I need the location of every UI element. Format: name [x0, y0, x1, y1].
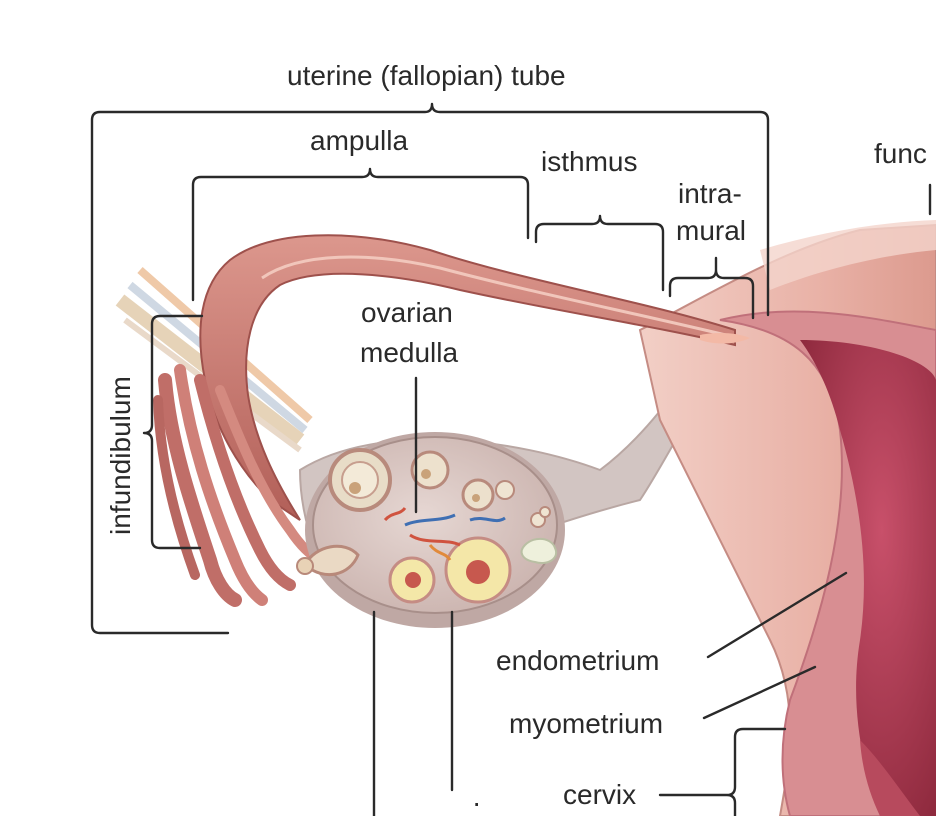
- myometrium-leader: [702, 665, 817, 720]
- leader-lines: [90, 102, 932, 816]
- intramural-label-line1: intra-: [678, 178, 742, 209]
- cervix-label: cervix: [563, 779, 636, 810]
- ruptured-follicle: [296, 544, 360, 576]
- follicle: [328, 448, 392, 512]
- uterus-top-surface: [760, 220, 936, 290]
- uterine-tube-label: uterine (fallopian) tube: [287, 60, 566, 91]
- ovary: [296, 432, 565, 628]
- fundus-label: func: [874, 138, 927, 169]
- ovarian-medulla-vessels: [383, 507, 506, 561]
- ovarian-medulla-label-line2: medulla: [360, 337, 458, 368]
- cropped-label-fragment: ·: [472, 787, 481, 816]
- corpus-luteum: [444, 536, 512, 604]
- intramural-label-line2: mural: [676, 215, 746, 246]
- endometrium-label: endometrium: [496, 645, 659, 676]
- endometrium-leader: [706, 571, 848, 659]
- cervix-bracket: [658, 727, 787, 816]
- follicle: [410, 450, 450, 490]
- fimbriae: [153, 364, 325, 607]
- isthmus-bracket: [534, 214, 665, 292]
- corpus-luteum: [388, 556, 436, 604]
- corpus-albicans: [520, 537, 558, 564]
- intramural-bracket: [668, 256, 755, 320]
- uterine-cavity: [800, 340, 936, 816]
- follicle: [495, 480, 551, 528]
- labels: uterine (fallopian) tube ampulla isthmus…: [105, 60, 927, 816]
- ovarian-medulla-label-line1: ovarian: [361, 297, 453, 328]
- isthmus-label: isthmus: [541, 146, 637, 177]
- infundibulum-label: infundibulum: [105, 376, 136, 535]
- uterus: [638, 220, 936, 816]
- cervix-region: [860, 740, 920, 816]
- ampulla-label: ampulla: [310, 125, 408, 156]
- uterine-tube-bracket: [90, 102, 770, 635]
- tube-uterine-opening: [700, 333, 750, 344]
- myometrium-label: myometrium: [509, 708, 663, 739]
- follicle: [461, 478, 495, 512]
- ampulla-bracket: [191, 167, 530, 302]
- infundibulum-bracket: [142, 314, 204, 550]
- tube-lumen: [261, 255, 731, 338]
